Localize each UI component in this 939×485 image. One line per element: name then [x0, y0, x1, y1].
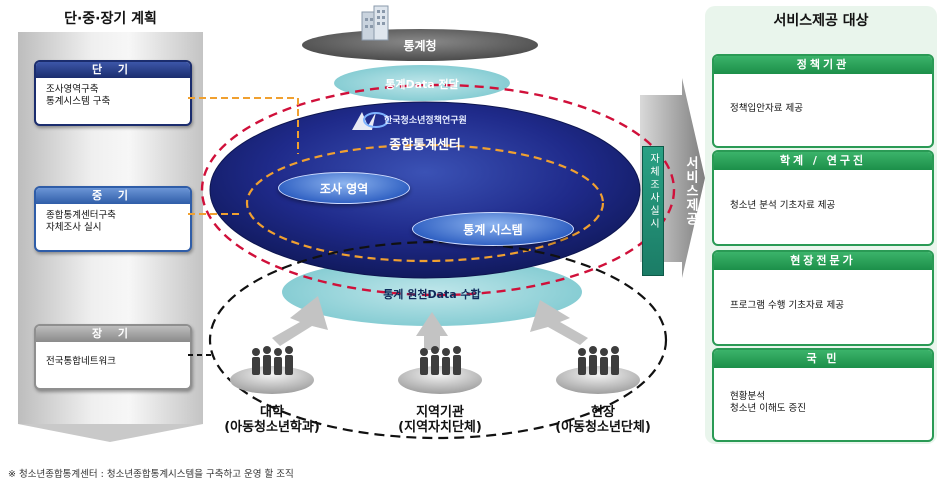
field-people-icon: [578, 346, 619, 375]
up-arrow-right: [530, 300, 588, 345]
target-policy-agency-body: 정책입안자료 제공: [730, 103, 803, 114]
stats-system-bubble: 통계 시스템: [412, 212, 574, 246]
plan-column-title: 단·중·장기 계획: [64, 11, 157, 27]
self-survey-label: 자체조사실시: [647, 153, 659, 231]
plan-column-arrow: [18, 424, 203, 442]
target-citizens-label: 국 민: [714, 350, 932, 368]
phase-short-term-body: 조사영역구축 통계시스템 구축: [46, 84, 111, 107]
building-icon: [361, 5, 389, 41]
data-transfer-label: 통계Data 전달: [385, 78, 459, 91]
short-term-connector: [188, 97, 299, 154]
group-field-name: 현장: [591, 405, 615, 420]
data-collection-label: 통계 원천Data 수합: [383, 288, 481, 301]
target-citizens-body: 현황분석 청소년 이해도 증진: [730, 391, 806, 414]
group-field-sub: (아동청소년단체): [555, 420, 651, 435]
target-policy-agency: 정책기관 정책입안자료 제공: [712, 54, 934, 148]
group-university-sub: (아동청소년학과): [224, 420, 320, 435]
phase-long-term-body: 전국통합네트워크: [46, 356, 116, 367]
org-logo-text: 한국청소년정책연구원: [384, 116, 467, 126]
phase-mid-term: 중 기 종합통계센터구축 자체조사 실시: [34, 186, 192, 252]
footnote: ※ 청소년종합통계센터 : 청소년종합통계시스템을 구축하고 운영 할 조직: [8, 469, 294, 480]
group-field: 현장 (아동청소년단체): [538, 405, 668, 435]
service-target-title: 서비스제공 대상: [773, 13, 869, 29]
university-plate: [230, 366, 314, 394]
group-local-agency: 지역기관 (지역자치단체): [380, 405, 500, 435]
data-transfer-ellipse: [334, 65, 510, 101]
local-agency-plate: [398, 366, 482, 394]
target-academia-label: 학계 / 연구진: [714, 152, 932, 170]
group-local-agency-name: 지역기관: [416, 405, 464, 420]
field-plate: [556, 366, 640, 394]
target-field-expert: 현장전문가 프로그램 수행 기초자료 제공: [712, 250, 934, 346]
university-people-icon: [252, 346, 293, 375]
group-local-agency-sub: (지역자치단체): [398, 420, 482, 435]
target-academia-body: 청소년 분석 기초자료 제공: [730, 200, 836, 211]
target-citizens: 국 민 현황분석 청소년 이해도 증진: [712, 348, 934, 442]
inner-orange-dashed-ellipse: [245, 143, 605, 263]
data-collection-ellipse: [282, 258, 582, 326]
stats-center-title: 종합통계센터: [389, 138, 461, 153]
target-academia: 학계 / 연구진 청소년 분석 기초자료 제공: [712, 150, 934, 246]
service-provision-label: 서비스제공: [683, 156, 698, 226]
stats-agency-label: 통계청: [403, 39, 437, 53]
phase-long-term-label: 장 기: [36, 326, 190, 342]
phase-short-term-label: 단 기: [36, 62, 190, 78]
stats-agency-ellipse: [302, 29, 538, 61]
local-agency-people-icon: [420, 346, 461, 375]
target-field-expert-label: 현장전문가: [714, 252, 932, 270]
outer-red-dashed-ellipse: [200, 83, 676, 297]
group-university-name: 대학: [260, 405, 284, 420]
phase-long-term: 장 기 전국통합네트워크: [34, 324, 192, 390]
up-arrow-left: [272, 296, 328, 346]
phase-mid-term-body: 종합통계센터구축 자체조사 실시: [46, 210, 116, 233]
up-arrow-center: [416, 312, 448, 350]
phase-short-term: 단 기 조사영역구축 통계시스템 구축: [34, 60, 192, 126]
sources-black-dashed-ellipse: [208, 240, 668, 440]
self-survey-bar: 자체조사실시: [642, 146, 664, 276]
phase-mid-term-label: 중 기: [36, 188, 190, 204]
group-university: 대학 (아동청소년학과): [212, 405, 332, 435]
stats-center-ellipse: [209, 101, 641, 279]
target-field-expert-body: 프로그램 수행 기초자료 제공: [730, 300, 844, 311]
target-policy-agency-label: 정책기관: [714, 56, 932, 74]
survey-area-bubble: 조사 영역: [278, 172, 410, 204]
nypi-logo-icon: [352, 112, 389, 130]
